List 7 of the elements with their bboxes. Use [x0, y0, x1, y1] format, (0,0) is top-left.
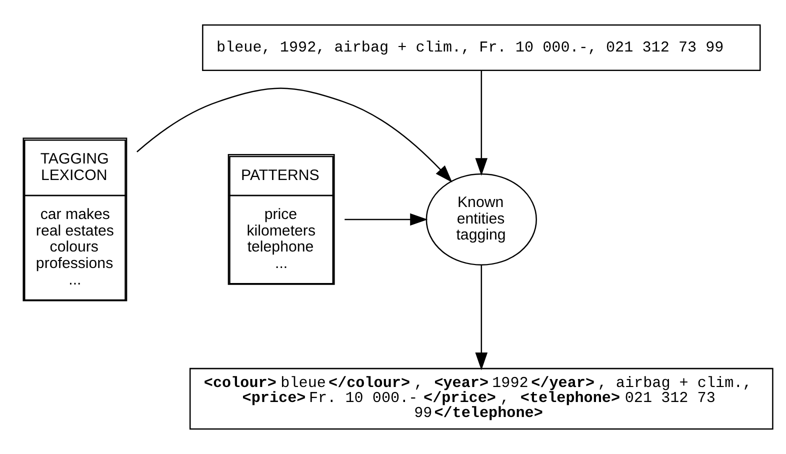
arrow: [475, 264, 488, 370]
node-box: bleue, 1992, airbag + clim., Fr. 10 000.-, 021 312 73 99: [202, 24, 761, 71]
node-ellipse: Known entities tagging: [426, 173, 537, 266]
arrow: [475, 70, 488, 176]
arrow: [344, 213, 428, 226]
node-box: <colour>bleue</colour>, <year>1992</year>, airbag + clim., <price>Fr. 10 000.-</price>, <telephone>021 312 73 99</telephone>: [189, 368, 774, 430]
arrow: [136, 88, 452, 183]
